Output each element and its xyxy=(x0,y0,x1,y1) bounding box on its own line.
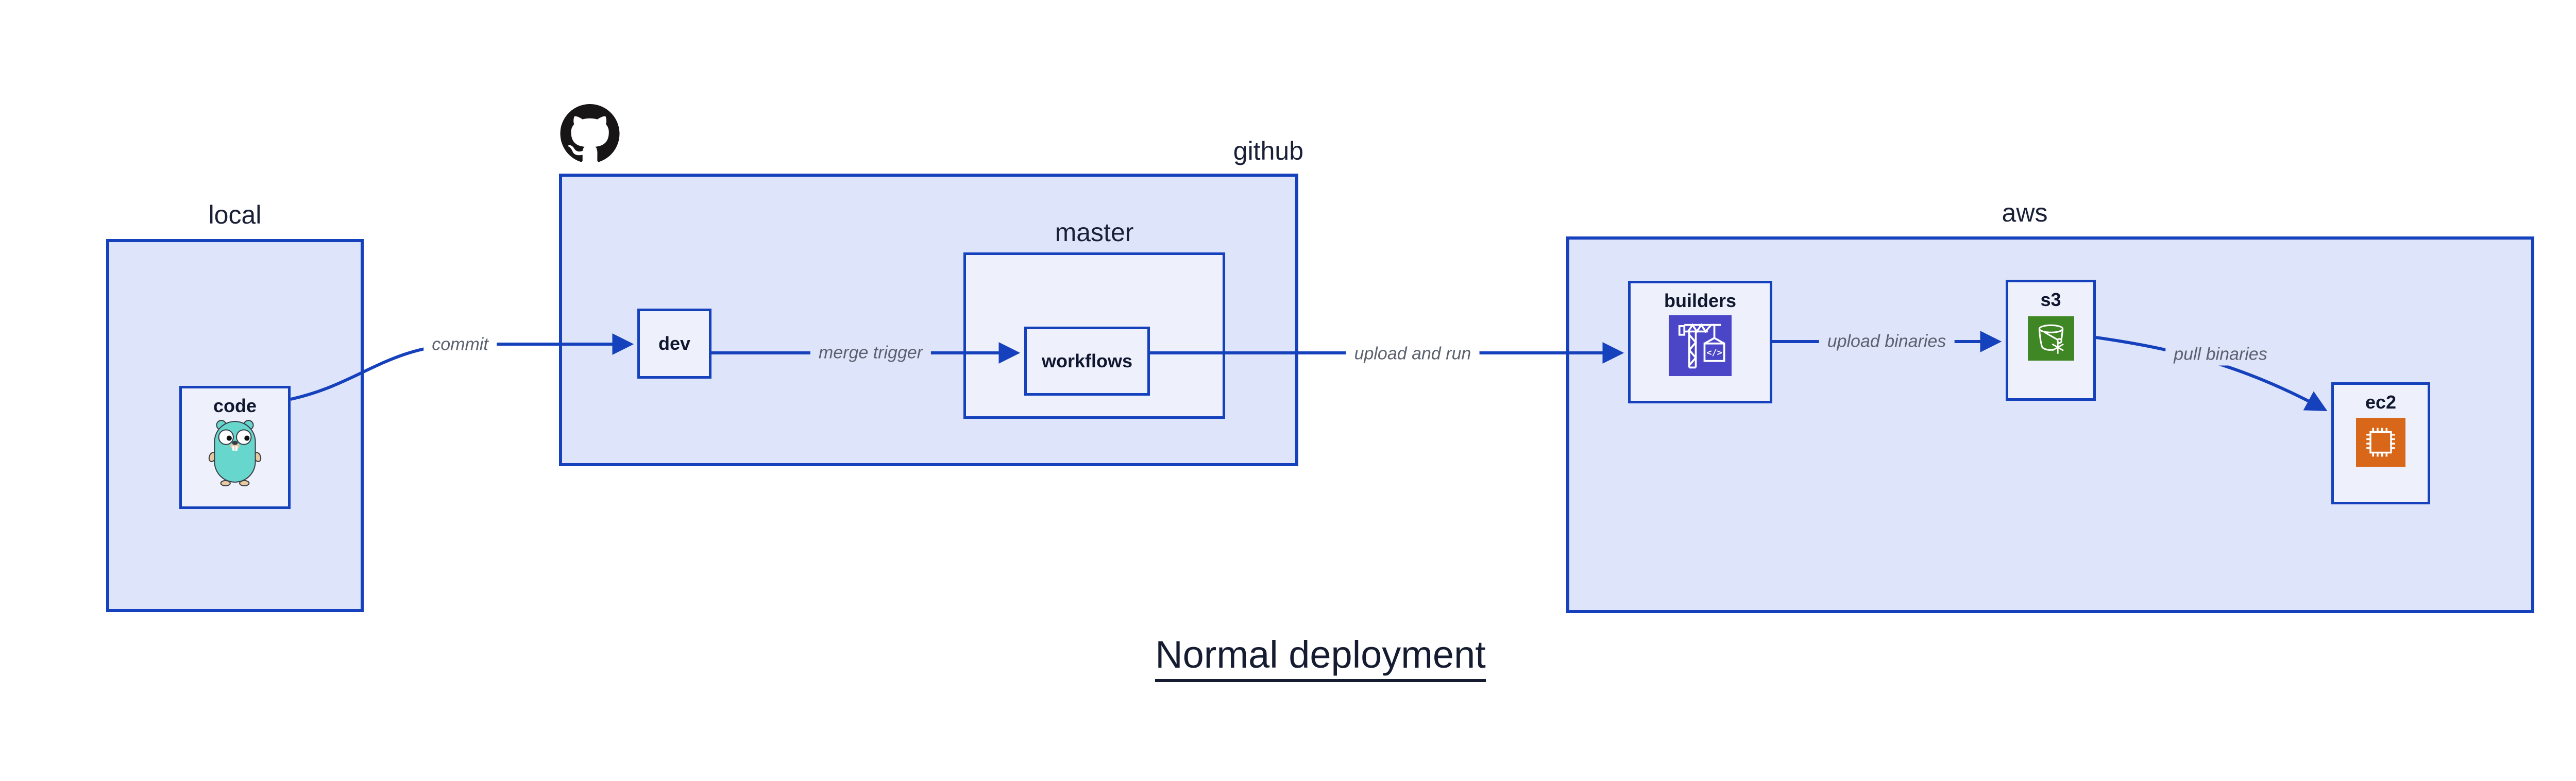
code-node: code xyxy=(179,386,291,509)
master-group-label: master xyxy=(1055,218,1134,247)
pull-binaries-edge-label: pull binaries xyxy=(2165,343,2276,366)
svg-text:</>: </> xyxy=(1706,347,1722,358)
github-logo-icon xyxy=(560,104,620,166)
dev-node: dev xyxy=(637,309,711,379)
ec2-node: ec2 xyxy=(2331,382,2430,504)
s3-node: s3 xyxy=(2006,280,2096,401)
local-group-label: local xyxy=(208,200,262,229)
codebuild-crane-icon: </> xyxy=(1669,315,1732,376)
workflows-node: workflows xyxy=(1024,327,1150,396)
workflows-node-label: workflows xyxy=(1041,350,1133,372)
s3-bucket-icon xyxy=(2027,316,2074,361)
code-node-label: code xyxy=(213,395,257,416)
github-group-label: github xyxy=(1233,137,1303,165)
upload-binaries-edge-label: upload binaries xyxy=(1819,330,1955,353)
merge-trigger-edge-label: merge trigger xyxy=(810,342,931,364)
go-gopher-icon xyxy=(208,419,262,486)
commit-edge-label: commit xyxy=(423,333,497,356)
ec2-node-label: ec2 xyxy=(2365,392,2397,413)
diagram-title: Normal deployment xyxy=(1114,633,1527,682)
upload-and-run-edge-label: upload and run xyxy=(1346,343,1480,365)
s3-node-label: s3 xyxy=(2040,289,2061,310)
builders-node-label: builders xyxy=(1664,290,1737,311)
builders-node: builders </> xyxy=(1628,281,1772,403)
dev-node-label: dev xyxy=(658,333,691,354)
ec2-chip-icon xyxy=(2356,417,2405,467)
aws-group-label: aws xyxy=(2002,198,2048,227)
